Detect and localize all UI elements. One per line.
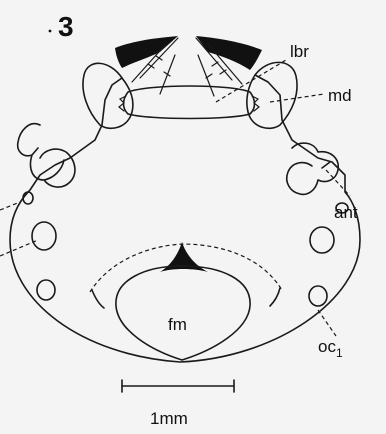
label-lbr: lbr [290,42,309,61]
left-mandible-tip [115,36,178,68]
foramen-magnum [116,266,250,360]
left-antennal-socket [23,192,33,204]
right-mandible-tip [196,36,262,70]
left-ocellus-upper [32,222,56,250]
left-ocellus-lower [37,280,55,300]
leader-ant [326,170,350,196]
left-labral-ticks [148,56,170,76]
label-oc: oc1 [318,337,343,360]
figure-number: 3 [58,11,74,42]
label-oc-text: oc [318,337,336,356]
scale-bar: 1mm [122,380,234,428]
leader-oc [318,310,336,336]
label-md: md [328,86,352,105]
right-ocellus-lower [309,286,327,306]
right-mandible [247,62,297,128]
inner-ridge-right [270,288,280,306]
right-antenna [287,143,339,194]
leader-md [270,94,324,102]
label-oc-subscript: 1 [336,346,343,360]
left-antenna [18,124,75,187]
figure-number-dot [49,30,52,33]
right-ocellus-upper [310,227,334,253]
label-ant: ant [334,203,358,222]
inner-ridge-left [92,290,104,308]
scale-bar-label: 1mm [150,409,188,428]
label-fm: fm [168,315,187,334]
leader-left-lower [0,240,38,256]
